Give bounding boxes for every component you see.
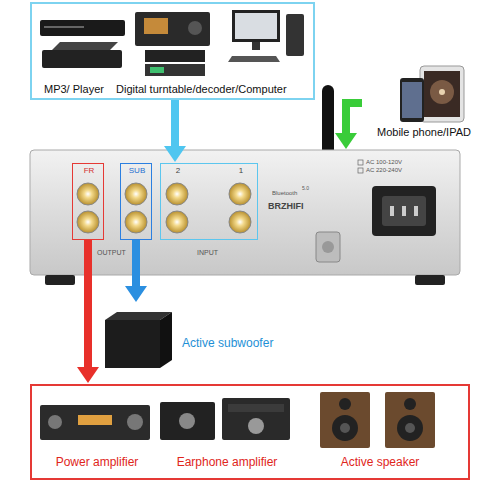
node-text: Earphone amplifier	[177, 456, 278, 470]
phone-node: Mobile phone/IPAD	[362, 62, 486, 150]
arrow-shaft	[132, 240, 140, 286]
output-devices	[40, 392, 435, 448]
node-text: MP3/ Player	[44, 83, 104, 96]
signal-arrow	[125, 240, 147, 302]
voltage-label: AC 100-120V	[366, 159, 402, 166]
source-devices	[40, 10, 304, 76]
node-text: Mobile phone/IPAD	[377, 126, 471, 139]
node-text: Active speaker	[341, 456, 420, 470]
version-label: 5.0	[302, 186, 309, 192]
subwoofer-picture	[105, 312, 172, 368]
output-fr-box: FR	[72, 163, 104, 240]
node-text: BRZHIFI	[268, 201, 304, 211]
mobile-devices	[400, 66, 464, 122]
brand-label: Bluetooth	[272, 190, 297, 197]
node-text: SUB	[129, 166, 145, 175]
arrow-shaft	[84, 240, 92, 367]
node-text: Digital turntable/decoder/Computer	[116, 83, 287, 96]
output-group-box: Power amplifier Earphone amplifier Active …	[30, 384, 470, 480]
output-sub-box: SUB	[120, 163, 152, 240]
node-text: Active subwoofer	[182, 337, 273, 351]
port-group-label: INPUT	[197, 249, 218, 257]
node-text: 1	[239, 166, 243, 175]
arrow-shaft	[346, 103, 362, 133]
node-text: 2	[176, 166, 180, 175]
voltage-label: AC 220-240V	[366, 167, 402, 174]
node-text: FR	[84, 166, 95, 175]
arrow-head	[164, 146, 186, 162]
arrow-head	[335, 133, 357, 149]
arrow-head	[125, 286, 147, 302]
amplifier-panel	[30, 85, 460, 285]
input-box: 21	[160, 163, 258, 240]
signal-arrow	[77, 240, 99, 383]
signal-arrow	[335, 103, 362, 149]
subwoofer-node: Active subwoofer	[100, 303, 290, 373]
signal-arrow	[164, 100, 186, 162]
source-group-box: MP3/ Player Digital turntable/decoder/Com…	[30, 2, 315, 100]
arrow-head	[77, 367, 99, 383]
node-text: Power amplifier	[56, 456, 139, 470]
port-group-label: OUTPUT	[97, 249, 126, 257]
arrow-shaft	[171, 100, 179, 146]
